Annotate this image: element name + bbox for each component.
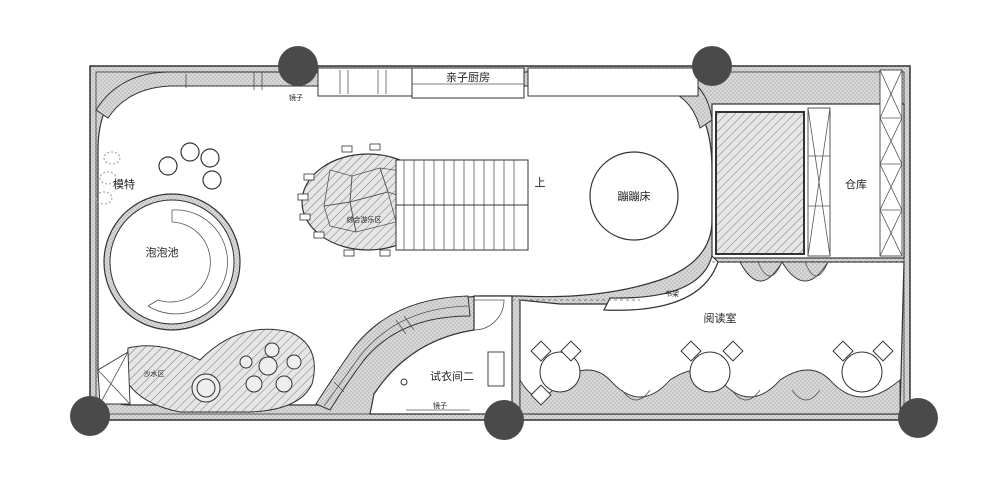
column-top-left [278, 46, 318, 86]
storage-label: 仓库 [845, 177, 867, 191]
bookshelf [603, 254, 719, 311]
column-bottom-right [898, 398, 938, 438]
reading-table-2 [689, 351, 731, 393]
curved-slide [315, 295, 471, 411]
trampoline [589, 151, 679, 241]
kitchen-box [411, 67, 525, 99]
column-bottom-left [70, 396, 110, 436]
staircase [395, 159, 529, 251]
integrated-zone-label: 综合游乐区 [347, 215, 382, 224]
column-bottom-mid [484, 400, 524, 440]
sand-area-label: 沙水区 [144, 369, 165, 378]
kitchen-label: 亲子厨房 [446, 70, 490, 84]
trampoline-label: 蹦蹦床 [618, 189, 651, 203]
model-label: 模特 [113, 177, 135, 191]
column-top-right [692, 46, 732, 86]
zone-seats [297, 143, 391, 257]
stairs-up-label: 上 [535, 176, 546, 189]
bookshelf-label: 书架 [665, 289, 679, 298]
reading-table-3 [841, 351, 883, 393]
top-window-2 [527, 67, 699, 97]
bubble-pool-inner [109, 199, 235, 325]
mirror-bottom-label: 镜子 [433, 401, 447, 410]
reading-table-1 [539, 351, 581, 393]
mirror-top-label: 镜子 [289, 93, 303, 102]
right-shelf [879, 69, 903, 257]
bubble-pool-label: 泡泡池 [146, 245, 179, 259]
reading-room-label: 阅读室 [704, 311, 737, 325]
top-window-1 [317, 67, 413, 97]
ring-table [158, 142, 222, 190]
hatched-void [715, 111, 805, 255]
fitting-room-label: 试衣间二 [430, 369, 474, 383]
